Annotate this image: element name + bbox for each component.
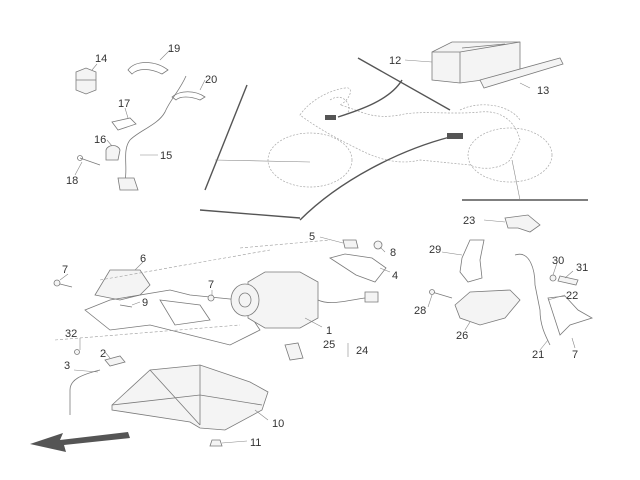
callout-1[interactable]: 1 <box>326 325 332 337</box>
part-9-pin <box>119 304 133 308</box>
callout-3[interactable]: 3 <box>64 360 70 372</box>
part-31-sensor <box>557 275 579 286</box>
callout-4[interactable]: 4 <box>392 270 398 282</box>
callout-8[interactable]: 8 <box>390 247 396 259</box>
callout-21[interactable]: 21 <box>532 349 544 361</box>
callout-10[interactable]: 10 <box>272 418 284 430</box>
part-16-sensor <box>105 145 121 161</box>
part-32-screw <box>74 349 80 355</box>
motorcycle-outline <box>267 87 553 188</box>
callout-11[interactable]: 11 <box>250 437 261 449</box>
construction-line-1 <box>99 249 271 281</box>
sensor-marker-front <box>325 115 336 120</box>
callout-31[interactable]: 31 <box>576 262 588 274</box>
guide-line-left <box>204 84 248 191</box>
callout-6[interactable]: 6 <box>140 253 146 265</box>
callout-7-center[interactable]: 7 <box>208 279 214 291</box>
part-19-clamp <box>127 62 169 75</box>
part-main-frame <box>84 289 261 346</box>
part-wire-connector <box>317 291 379 303</box>
callout-26[interactable]: 26 <box>456 330 468 342</box>
part-23-clamp <box>504 214 541 233</box>
guide-leader-rear-wheel <box>511 159 521 201</box>
callout-2[interactable]: 2 <box>100 348 106 360</box>
callout-20[interactable]: 20 <box>205 74 217 86</box>
guide-line-bottom <box>199 209 301 219</box>
callout-13[interactable]: 13 <box>537 85 549 97</box>
callout-23[interactable]: 23 <box>463 215 475 227</box>
part-26-caliper-bracket <box>454 289 521 326</box>
guide-line-top <box>357 57 451 111</box>
part-7-bolt-left <box>53 279 73 288</box>
part-29-bracket <box>459 239 485 283</box>
callout-32[interactable]: 32 <box>65 328 77 340</box>
part-13-strap <box>479 57 564 89</box>
part-1-abs-modulator <box>230 271 319 329</box>
callout-30[interactable]: 30 <box>552 255 564 267</box>
callout-24[interactable]: 24 <box>356 345 368 357</box>
guide-line-front-cable <box>337 79 403 118</box>
guide-line-rear-cable <box>299 136 451 221</box>
leader-lines <box>59 49 576 444</box>
part-18-bolt <box>77 155 101 166</box>
callout-18[interactable]: 18 <box>66 175 78 187</box>
callout-28[interactable]: 28 <box>414 305 426 317</box>
part-25-clip <box>284 342 304 361</box>
callout-12[interactable]: 12 <box>389 55 401 67</box>
part-5-pad <box>342 239 359 249</box>
guide-leader-front-wheel <box>214 159 311 163</box>
callout-22[interactable]: 22 <box>566 290 578 302</box>
part-20-clamp <box>171 91 206 101</box>
part-30-fitting <box>549 274 557 282</box>
callout-14[interactable]: 14 <box>95 53 107 65</box>
sensor-marker-rear <box>447 133 463 139</box>
construction-line-2 <box>54 324 241 341</box>
callout-15[interactable]: 15 <box>160 150 172 162</box>
part-6-bracket <box>94 269 151 301</box>
callout-7-left[interactable]: 7 <box>62 264 68 276</box>
callout-5[interactable]: 5 <box>309 231 315 243</box>
part-17-bracket <box>111 117 137 131</box>
callout-17[interactable]: 17 <box>118 98 130 110</box>
part-11-bolt <box>209 439 223 447</box>
part-4-bracket <box>329 253 387 283</box>
part-28-bolt <box>429 289 453 299</box>
callout-9[interactable]: 9 <box>142 297 148 309</box>
part-15-fitting <box>117 177 139 191</box>
callout-25[interactable]: 25 <box>323 339 335 351</box>
part-hose-right <box>514 253 551 346</box>
part-3-hose <box>69 369 101 415</box>
part-7-bolt-center <box>207 294 215 302</box>
part-22-bracket <box>547 295 593 336</box>
callout-19[interactable]: 19 <box>168 43 180 55</box>
callout-29[interactable]: 29 <box>429 244 441 256</box>
part-14-cap <box>75 67 97 95</box>
part-15-brake-hose <box>124 75 187 181</box>
callout-7-right[interactable]: 7 <box>572 349 578 361</box>
construction-line-3 <box>239 239 331 249</box>
part-2-grommet <box>104 355 126 367</box>
callout-16[interactable]: 16 <box>94 134 106 146</box>
part-10-skid-plate <box>111 364 269 431</box>
front-direction-arrow <box>30 432 130 452</box>
